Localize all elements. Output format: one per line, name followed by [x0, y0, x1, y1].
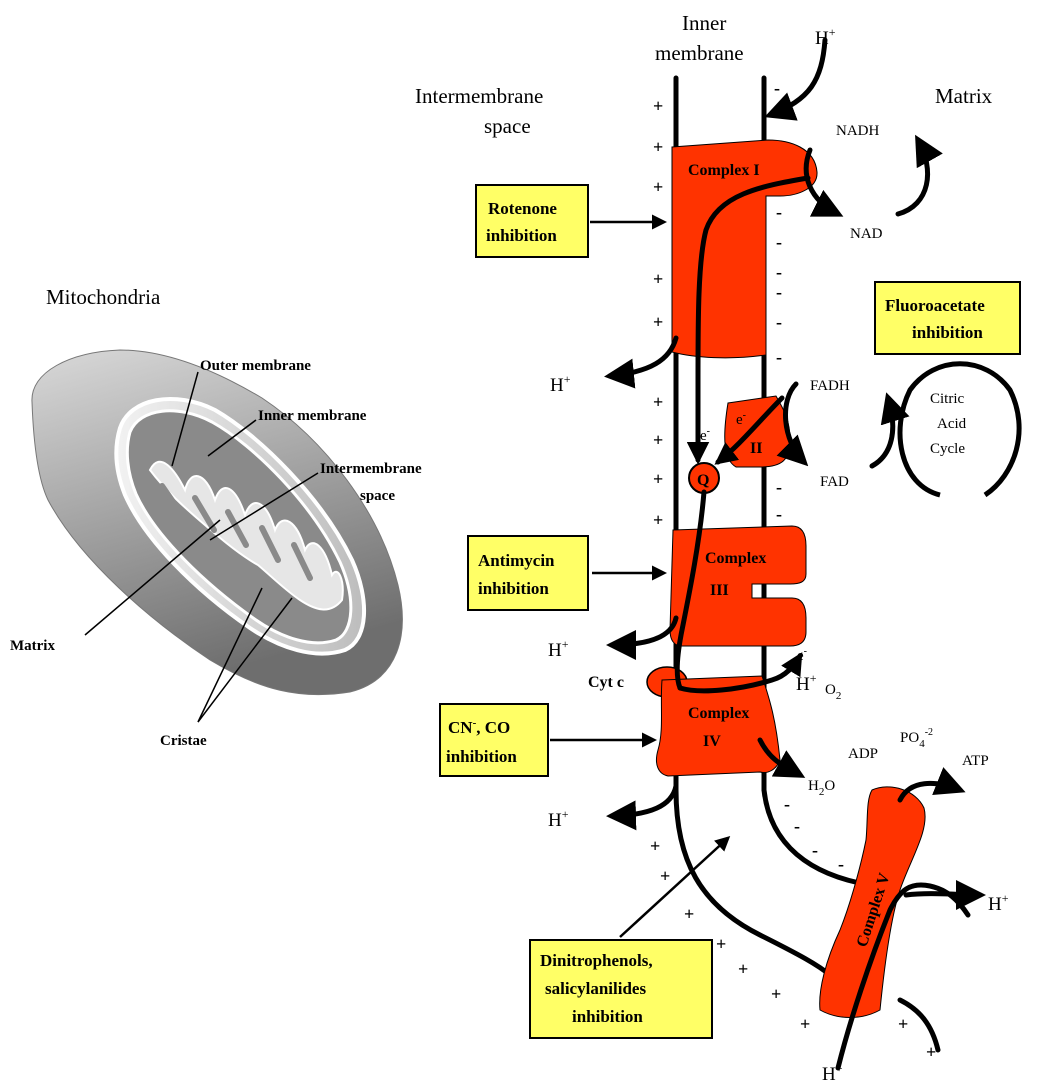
- plus-sign: +: [684, 904, 694, 924]
- minus-sign: -: [776, 347, 782, 367]
- label-outer-membrane: Outer membrane: [200, 358, 311, 374]
- inhibitor-antimycin: Antimycin inhibition: [468, 536, 588, 610]
- minus-sign: -: [812, 840, 818, 860]
- h-plus-complex-v: H+: [988, 891, 1009, 915]
- minus-sign: -: [776, 282, 782, 302]
- h2o-label: H2O: [808, 778, 835, 798]
- h-plus-bottom: H+: [822, 1061, 843, 1084]
- plus-sign: +: [926, 1042, 936, 1062]
- plus-sign: +: [653, 312, 663, 332]
- minus-sign: -: [838, 854, 844, 874]
- label-mito-matrix: Matrix: [10, 638, 55, 654]
- cn-co-line2: inhibition: [446, 747, 517, 766]
- complex-iv-label-2: IV: [703, 733, 721, 750]
- plus-sign: +: [898, 1014, 908, 1034]
- inhibitor-rotenone: Rotenone inhibition: [476, 185, 588, 257]
- antimycin-line2: inhibition: [478, 579, 549, 598]
- plus-sign: +: [653, 137, 663, 157]
- minus-sign: -: [776, 477, 782, 497]
- plus-sign: +: [660, 866, 670, 886]
- fadh-label: FADH: [810, 378, 850, 394]
- minus-sign: -: [774, 78, 780, 98]
- q-circle: Q: [689, 463, 719, 493]
- minus-sign: -: [776, 202, 782, 222]
- dnp-line2: salicylanilides: [545, 979, 646, 998]
- plus-sign: +: [653, 430, 663, 450]
- complex-ii: II: [725, 396, 790, 467]
- h-plus-complex-i: H+: [550, 372, 571, 396]
- electron-iv: e-: [797, 646, 807, 664]
- complex-i-label: Complex I: [688, 162, 760, 179]
- plus-sign: +: [716, 934, 726, 954]
- atp-label: ATP: [962, 753, 989, 769]
- complex-i: Complex I: [672, 140, 817, 358]
- plus-sign: +: [738, 959, 748, 979]
- label-inner-membrane-2: membrane: [655, 41, 744, 65]
- nad-label: NAD: [850, 226, 883, 242]
- fluoro-line2: inhibition: [912, 323, 983, 342]
- label-intermembrane-space-1: Intermembrane: [415, 84, 543, 108]
- label-intermembrane-space-1: Intermembrane: [320, 461, 422, 477]
- fluoro-line1: Fluoroacetate: [885, 296, 985, 315]
- citric-label-3: Cycle: [930, 441, 965, 457]
- h-plus-o2: H+: [796, 671, 817, 695]
- rotenone-line2: inhibition: [486, 226, 557, 245]
- citric-label-1: Citric: [930, 391, 965, 407]
- complex-v: Complex V: [820, 787, 925, 1018]
- electron-q: e-: [700, 426, 710, 444]
- minus-sign: -: [794, 816, 800, 836]
- minus-sign: -: [776, 262, 782, 282]
- fad-label: FAD: [820, 474, 849, 490]
- h-plus-top: H+: [815, 25, 836, 49]
- mitochondria-illustration: Outer membrane Inner membrane Intermembr…: [10, 285, 422, 749]
- dnp-line1: Dinitrophenols,: [540, 951, 653, 970]
- plus-sign: +: [653, 392, 663, 412]
- complex-iv-label-1: Complex: [688, 705, 749, 722]
- label-inner-membrane: Inner membrane: [258, 408, 367, 424]
- complex-iii-label-1: Complex: [705, 550, 766, 567]
- plus-sign: +: [653, 269, 663, 289]
- po4-label: PO4-2: [900, 727, 933, 750]
- nadh-label: NADH: [836, 123, 879, 139]
- inhibitor-dinitrophenols: Dinitrophenols, salicylanilides inhibiti…: [530, 940, 712, 1038]
- o2-label: O2: [825, 682, 841, 702]
- antimycin-line1: Antimycin: [478, 551, 555, 570]
- plus-sign: +: [653, 469, 663, 489]
- minus-sign: -: [776, 504, 782, 524]
- inhibitor-fluoroacetate: Fluoroacetate inhibition: [875, 282, 1020, 354]
- label-inner-membrane-1: Inner: [682, 11, 726, 35]
- complex-iii-label-2: III: [710, 582, 729, 599]
- complex-ii-label: II: [750, 440, 762, 457]
- plus-sign: +: [800, 1014, 810, 1034]
- citric-label-2: Acid: [937, 416, 967, 432]
- label-intermembrane-space-2: space: [360, 488, 395, 504]
- label-mitochondria: Mitochondria: [46, 285, 161, 309]
- adp-label: ADP: [848, 746, 878, 762]
- h-plus-complex-iv: H+: [548, 807, 569, 831]
- inhibitor-cn-co: CN-, CO inhibition: [440, 704, 548, 776]
- plus-sign: +: [650, 836, 660, 856]
- cyt-c-label: Cyt c: [588, 674, 624, 691]
- label-cristae: Cristae: [160, 733, 207, 749]
- cn-co-line1: CN-, CO: [448, 717, 510, 737]
- plus-sign: +: [653, 96, 663, 116]
- q-label: Q: [697, 472, 709, 489]
- plus-sign: +: [653, 177, 663, 197]
- plus-sign: +: [771, 984, 781, 1004]
- dnp-line3: inhibition: [572, 1007, 643, 1026]
- label-intermembrane-space-2: space: [484, 114, 531, 138]
- minus-sign: -: [776, 312, 782, 332]
- citric-acid-cycle: Citric Acid Cycle: [900, 364, 1019, 495]
- minus-sign: -: [784, 794, 790, 814]
- minus-sign: -: [776, 232, 782, 252]
- plus-sign: +: [653, 510, 663, 530]
- label-matrix: Matrix: [935, 84, 993, 108]
- h-plus-complex-iii: H+: [548, 637, 569, 661]
- rotenone-line1: Rotenone: [488, 199, 557, 218]
